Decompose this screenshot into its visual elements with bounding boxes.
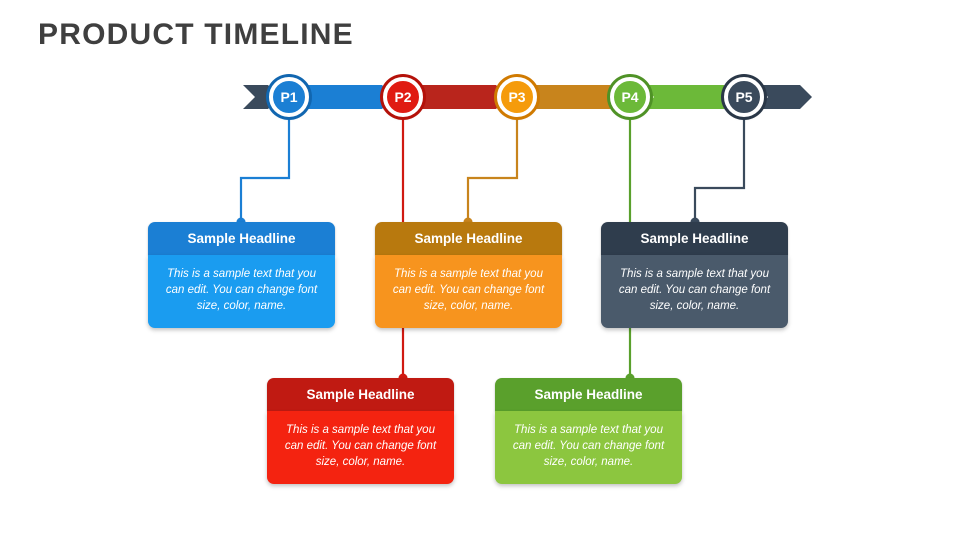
- card-p1[interactable]: Sample Headline This is a sample text th…: [148, 222, 335, 328]
- card-text: This is a sample text that you can edit.…: [267, 411, 454, 484]
- connector-line-5: [693, 117, 746, 222]
- card-text: This is a sample text that you can edit.…: [148, 255, 335, 328]
- timeline-node-p2[interactable]: P2: [383, 77, 423, 117]
- card-headline: Sample Headline: [375, 222, 562, 255]
- card-p4[interactable]: Sample Headline This is a sample text th…: [495, 378, 682, 484]
- connector-line-1: [239, 117, 291, 222]
- timeline-node-p4[interactable]: P4: [610, 77, 650, 117]
- card-headline: Sample Headline: [267, 378, 454, 411]
- timeline-node-label: P1: [280, 89, 298, 105]
- timeline-node-label: P4: [621, 89, 639, 105]
- card-text: This is a sample text that you can edit.…: [601, 255, 788, 328]
- arrow-segment-2: [414, 85, 508, 109]
- card-p3[interactable]: Sample Headline This is a sample text th…: [375, 222, 562, 328]
- timeline-node-label: P5: [735, 89, 753, 105]
- timeline-node-p5[interactable]: P5: [724, 77, 764, 117]
- timeline-node-label: P2: [394, 89, 412, 105]
- card-p2[interactable]: Sample Headline This is a sample text th…: [267, 378, 454, 484]
- timeline-node-p1[interactable]: P1: [269, 77, 309, 117]
- connector-line-3: [466, 117, 519, 222]
- arrow-segment-1: [300, 85, 394, 109]
- timeline-node-p3[interactable]: P3: [497, 77, 537, 117]
- arrow-segment-end: [756, 85, 812, 109]
- card-headline: Sample Headline: [148, 222, 335, 255]
- arrow-segment-4: [642, 85, 736, 109]
- timeline-node-label: P3: [508, 89, 526, 105]
- card-p5[interactable]: Sample Headline This is a sample text th…: [601, 222, 788, 328]
- card-text: This is a sample text that you can edit.…: [375, 255, 562, 328]
- card-text: This is a sample text that you can edit.…: [495, 411, 682, 484]
- card-headline: Sample Headline: [495, 378, 682, 411]
- card-headline: Sample Headline: [601, 222, 788, 255]
- arrow-segment-3: [528, 85, 622, 109]
- page-title: PRODUCT TIMELINE: [38, 18, 354, 51]
